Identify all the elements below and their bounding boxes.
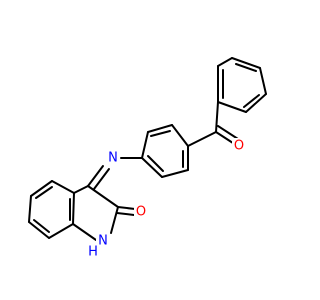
atom-nitrogen-amide: N <box>96 233 110 249</box>
bond <box>30 180 53 197</box>
bond <box>147 124 173 133</box>
bond <box>187 131 217 147</box>
bond <box>110 206 119 234</box>
bond <box>28 195 32 223</box>
phenyl-ring-middle <box>141 124 217 178</box>
nitrogen-imine-label: N <box>108 151 118 166</box>
nitrogen-amide-label: N <box>98 234 108 249</box>
oxindole-benzene-ring <box>28 180 75 239</box>
bond <box>231 57 261 69</box>
bond-phenyl-to-carbonyl <box>215 101 219 133</box>
phenyl-ring-top <box>217 57 267 113</box>
atom-nitrogen-imine: N <box>106 150 120 166</box>
bond <box>259 67 267 95</box>
bond <box>87 185 119 208</box>
bond <box>235 63 257 72</box>
atom-oxygen-lactam: O <box>134 204 148 220</box>
bond-lactam-c-o <box>117 206 136 210</box>
bond <box>73 185 89 194</box>
bond <box>150 130 171 137</box>
bond <box>33 219 50 233</box>
amide-hydrogen-label: H <box>88 245 98 260</box>
bond <box>171 124 189 147</box>
bond <box>245 93 267 113</box>
bond <box>28 221 50 239</box>
bond <box>161 169 189 178</box>
molecule-structure-diagram: N O O N H <box>28 57 267 260</box>
bond-imine-n-c-double <box>93 168 110 190</box>
bond <box>147 155 164 172</box>
bond <box>51 180 75 194</box>
bond <box>72 192 75 225</box>
bond <box>217 101 247 113</box>
oxygen-lactam-label: O <box>136 205 146 220</box>
oxindole-five-ring <box>72 185 119 241</box>
bond-imine-n-c <box>87 165 104 187</box>
bond-carbonyl-c-o-double <box>217 125 239 140</box>
bond <box>48 223 74 239</box>
bond <box>217 57 233 67</box>
atom-oxygen-ketone: O <box>232 138 246 154</box>
bond <box>35 186 53 199</box>
bond <box>141 131 149 159</box>
oxygen-ketone-label: O <box>234 139 244 154</box>
bond <box>243 94 260 108</box>
bond <box>72 223 97 241</box>
bond-lactam-c-o-double <box>116 212 135 216</box>
bond <box>141 157 163 178</box>
atom-amide-hydrogen: H <box>87 244 99 260</box>
